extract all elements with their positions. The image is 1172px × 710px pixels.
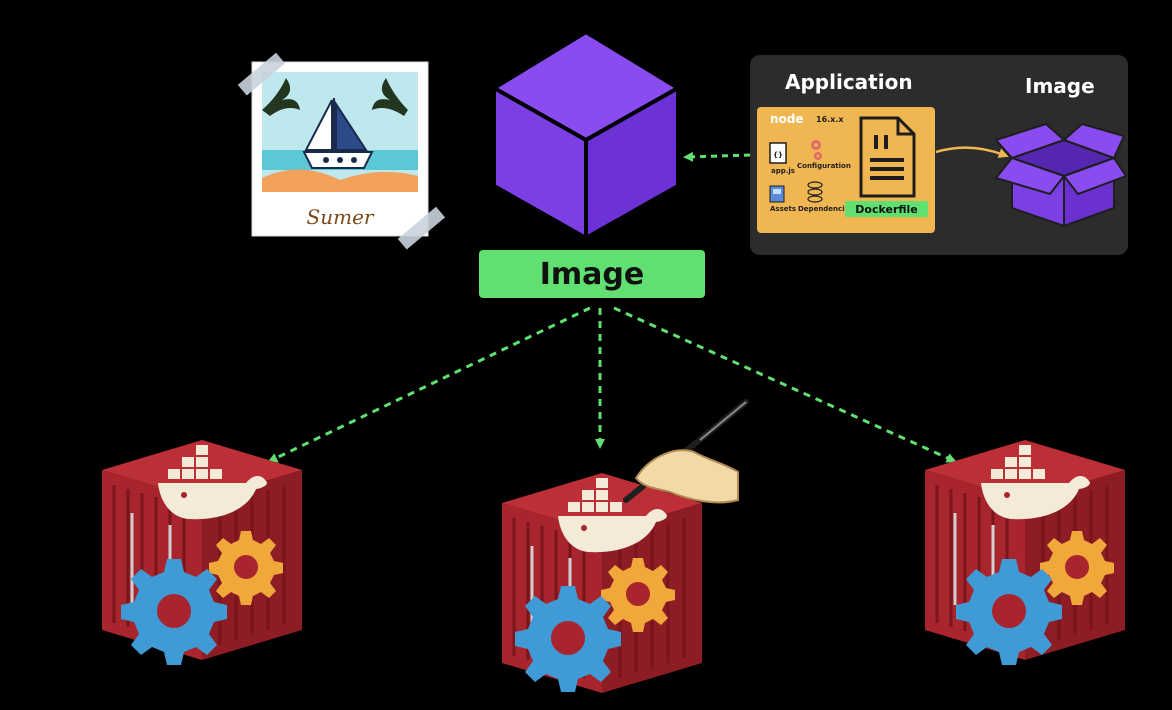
- svg-text:{}: {}: [773, 151, 783, 159]
- polaroid-caption: Sumer: [307, 205, 375, 229]
- docker-container-icon: [100, 438, 304, 665]
- cube-icon: [490, 29, 682, 242]
- assets-label: Assets: [770, 205, 797, 213]
- app-js-file-icon: {}: [769, 142, 787, 164]
- dockerfile-label: Dockerfile: [845, 201, 928, 217]
- arrow-image-to-container-left: [267, 306, 591, 463]
- open-box-icon: [994, 122, 1128, 228]
- arrow-app-to-image: [683, 151, 751, 162]
- polaroid-photo-icon: [237, 52, 446, 250]
- paintbrush-hand-icon: [623, 399, 749, 504]
- configuration-label: Configuration: [797, 162, 851, 170]
- app-js-label: app.js: [771, 167, 795, 175]
- dependencies-icon: [807, 181, 823, 203]
- arrow-image-to-container-right: [613, 306, 957, 463]
- arrow-dockerfile-to-box: [935, 146, 1009, 158]
- assets-icon: [769, 185, 785, 203]
- node-version: 16.x.x: [816, 115, 844, 124]
- node-logo: node: [770, 112, 804, 126]
- dependencies-label: Dependencies: [798, 205, 854, 213]
- image-label: Image: [479, 250, 705, 298]
- docker-container-icon: [500, 471, 704, 695]
- application-title: Application: [785, 70, 913, 94]
- dockerfile-icon: [859, 116, 916, 198]
- docker-container-icon: [923, 438, 1127, 665]
- configuration-gear-icon: [811, 140, 822, 160]
- image-title: Image: [1025, 74, 1095, 98]
